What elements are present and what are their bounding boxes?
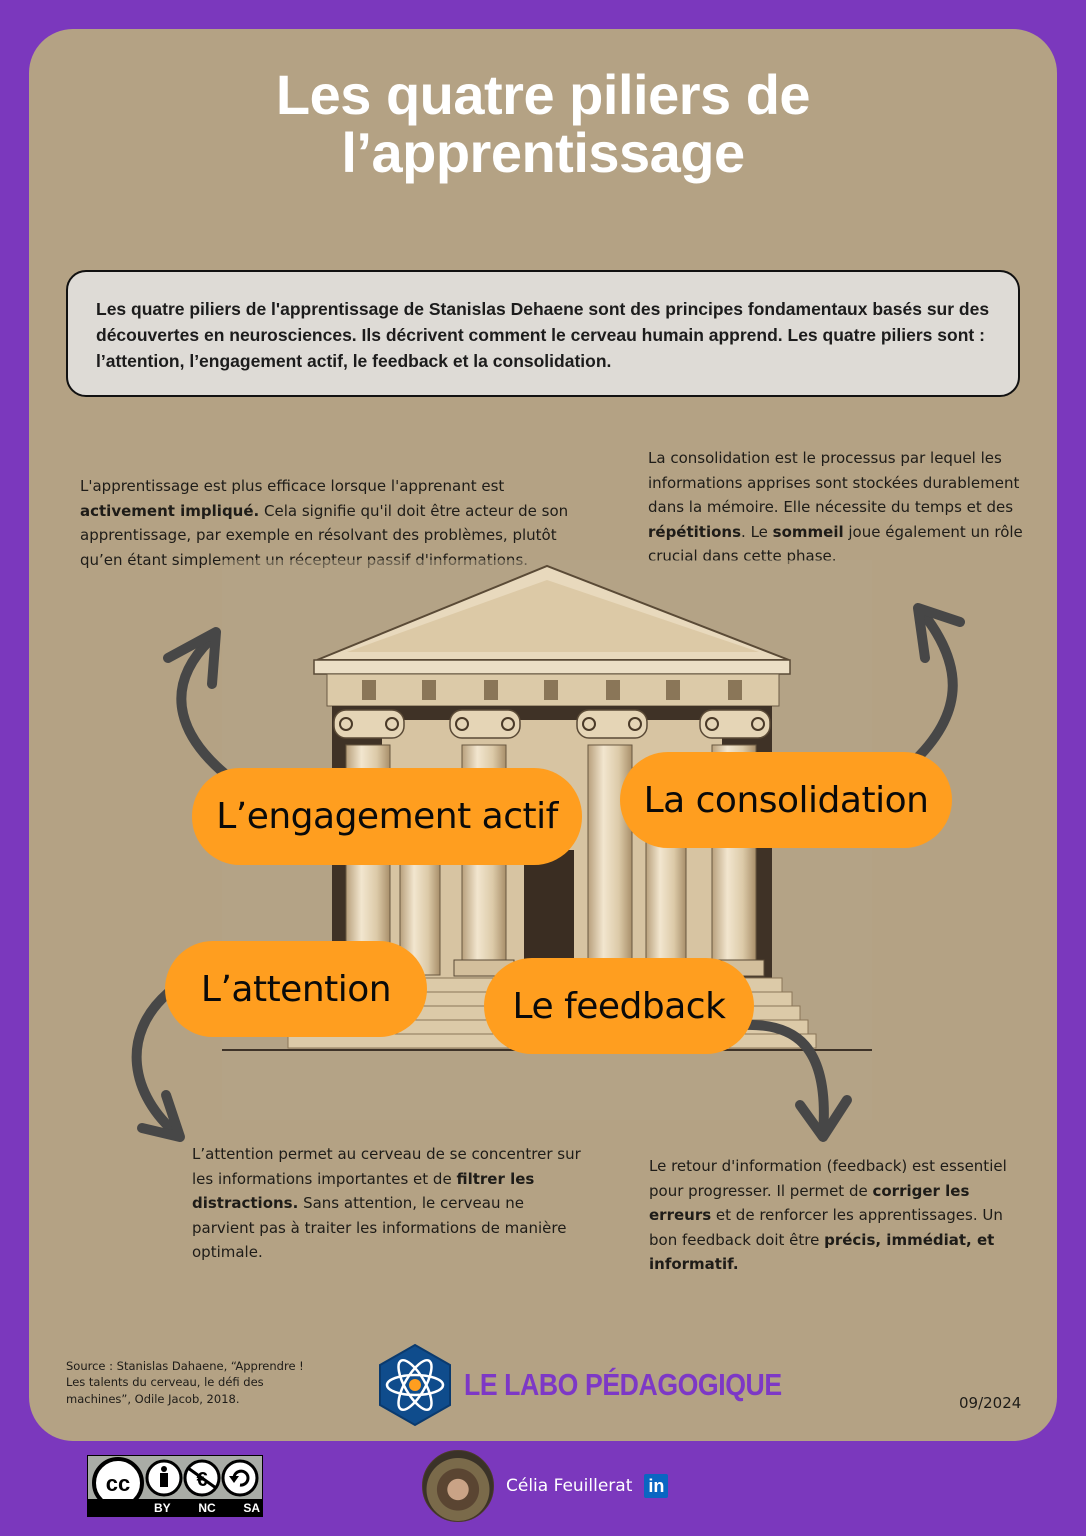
- title-line-1: Les quatre piliers de: [275, 63, 811, 126]
- author-credit: Célia Feuillerat in: [422, 1450, 669, 1522]
- arrow-up-left-icon: [163, 627, 240, 787]
- license-labels: BY NC SA: [154, 1501, 260, 1515]
- arrow-up-right-icon: [905, 603, 965, 770]
- author-avatar: [422, 1450, 494, 1522]
- author-name: Célia Feuillerat: [506, 1476, 633, 1496]
- date-label: 09/2024: [959, 1394, 1022, 1412]
- page-title: Les quatre piliers de l’apprentissage: [0, 66, 1086, 182]
- pillar-attention-label: L’attention: [165, 941, 427, 1037]
- pillar-feedback-label: Le feedback: [484, 958, 754, 1054]
- intro-text: Les quatre piliers de l'apprentissage de…: [96, 299, 990, 371]
- pillar-consolidation-label: La consolidation: [620, 752, 952, 848]
- attention-description: L’attention permet au cerveau de se conc…: [192, 1145, 581, 1262]
- cc-by-nc-sa-icons: cc €: [92, 1457, 259, 1502]
- source-citation: Source : Stanislas Dahaene, “Apprendre !…: [66, 1359, 304, 1406]
- logo-text: LE LABO PÉDAGOGIQUE: [464, 1367, 782, 1402]
- cc-license-badge[interactable]: cc € BY NC SA: [87, 1455, 263, 1517]
- consolidation-description: La consolidation est le processus par le…: [648, 449, 1023, 566]
- svg-text:€: €: [196, 1469, 207, 1491]
- linkedin-icon[interactable]: in: [644, 1474, 669, 1498]
- arrow-down-right-icon: [738, 1019, 852, 1142]
- feedback-description: Le retour d'information (feedback) est e…: [649, 1157, 1007, 1274]
- svg-text:cc: cc: [106, 1471, 130, 1496]
- atom-hexagon-icon: [379, 1343, 451, 1427]
- engagement-description: L'apprentissage est plus efficace lorsqu…: [80, 477, 569, 569]
- intro-box: Les quatre piliers de l'apprentissage de…: [66, 270, 1020, 397]
- arrow-down-left-icon: [131, 988, 185, 1142]
- pillar-engagement-label: L’engagement actif: [192, 768, 582, 865]
- title-line-2: l’apprentissage: [341, 121, 745, 184]
- labo-pedagogique-logo: LE LABO PÉDAGOGIQUE: [376, 1343, 833, 1427]
